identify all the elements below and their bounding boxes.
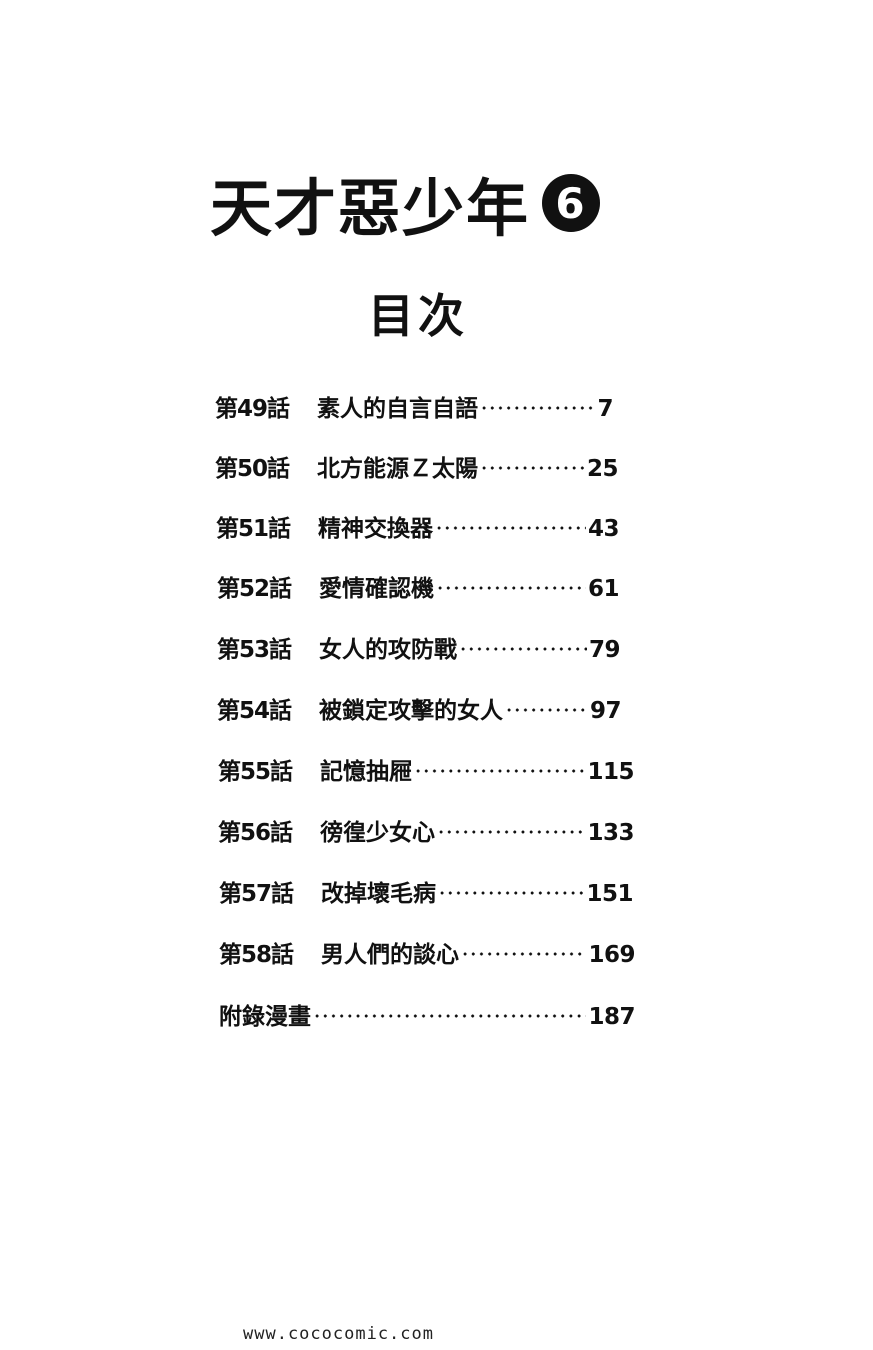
page-number: 79 bbox=[588, 637, 621, 663]
episode-number: 第53話 bbox=[217, 637, 292, 663]
episode-title: 記憶抽屜 bbox=[320, 759, 412, 785]
dot-leader bbox=[459, 647, 587, 651]
page-number: 115 bbox=[587, 759, 634, 785]
episode-title: 男人們的談心 bbox=[321, 942, 459, 968]
dot-leader bbox=[414, 769, 586, 773]
page-number: 97 bbox=[589, 698, 622, 724]
dot-leader bbox=[480, 406, 596, 410]
dot-leader bbox=[505, 708, 588, 712]
episode-number: 第49話 bbox=[215, 396, 290, 422]
toc-entry: 第54話 被鎖定攻擊的女人 97 bbox=[217, 691, 622, 724]
episode-title: 徬徨少女心 bbox=[320, 820, 435, 846]
contents-heading: 目次 bbox=[368, 289, 468, 343]
appendix-title: 附錄漫畫 bbox=[219, 1004, 311, 1030]
episode-number: 第57話 bbox=[219, 881, 294, 907]
episode-number: 第58話 bbox=[219, 942, 294, 968]
episode-number: 第55話 bbox=[218, 759, 293, 785]
toc-entry: 第55話 記憶抽屜 115 bbox=[218, 752, 634, 785]
page-number: 43 bbox=[587, 516, 620, 542]
toc-entry: 第58話 男人們的談心 169 bbox=[219, 935, 635, 968]
dot-leader bbox=[480, 466, 585, 470]
toc-entry: 第52話 愛情確認機 61 bbox=[217, 569, 620, 602]
episode-number: 第56話 bbox=[218, 820, 293, 846]
page-number: 151 bbox=[586, 881, 633, 907]
page-number: 169 bbox=[588, 942, 635, 968]
dot-leader bbox=[438, 891, 585, 895]
dot-leader bbox=[436, 586, 586, 590]
episode-title: 被鎖定攻擊的女人 bbox=[319, 698, 503, 724]
toc-entry: 第53話 女人的攻防戰 79 bbox=[217, 630, 621, 663]
book-title: 天才惡少年 6 bbox=[210, 158, 601, 248]
episode-title: 愛情確認機 bbox=[319, 576, 434, 602]
page-number: 7 bbox=[597, 396, 613, 422]
dot-leader bbox=[437, 830, 586, 834]
toc-entry: 第50話 北方能源Ｚ太陽 25 bbox=[215, 449, 619, 482]
episode-number: 第50話 bbox=[215, 456, 290, 482]
page-number: 61 bbox=[587, 576, 620, 602]
episode-number: 第54話 bbox=[217, 698, 292, 724]
page-number: 25 bbox=[586, 456, 619, 482]
book-title-text: 天才惡少年 bbox=[210, 172, 531, 245]
volume-number-badge: 6 bbox=[542, 174, 601, 232]
dot-leader bbox=[313, 1014, 587, 1018]
watermark-url: www.cococomic.com bbox=[243, 1324, 434, 1344]
dot-leader bbox=[461, 952, 587, 956]
page-number: 133 bbox=[587, 820, 634, 846]
episode-number: 第52話 bbox=[217, 576, 292, 602]
episode-title: 素人的自言自語 bbox=[317, 396, 478, 422]
episode-title: 女人的攻防戰 bbox=[319, 637, 457, 663]
episode-number: 第51話 bbox=[216, 516, 291, 542]
toc-entry-appendix: 附錄漫畫 187 bbox=[219, 997, 635, 1030]
toc-entry: 第51話 精神交換器 43 bbox=[216, 509, 620, 542]
page-number: 187 bbox=[588, 1004, 635, 1030]
episode-title: 北方能源Ｚ太陽 bbox=[317, 456, 478, 482]
episode-title: 改掉壞毛病 bbox=[321, 881, 436, 907]
toc-entry: 第56話 徬徨少女心 133 bbox=[218, 813, 634, 846]
dot-leader bbox=[435, 526, 586, 530]
toc-entry: 第57話 改掉壞毛病 151 bbox=[219, 874, 633, 907]
toc-entry: 第49話 素人的自言自語 7 bbox=[215, 389, 613, 422]
episode-title: 精神交換器 bbox=[318, 516, 433, 542]
